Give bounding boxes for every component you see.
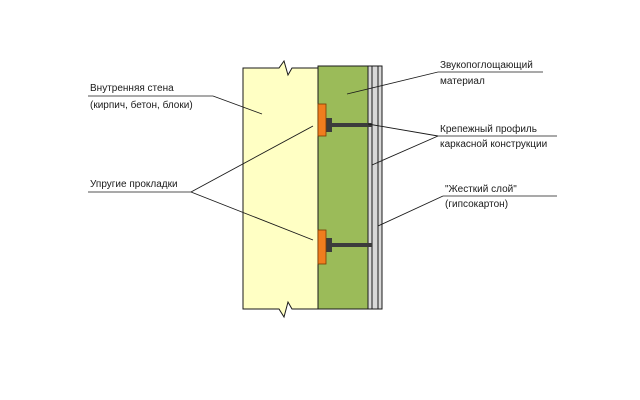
- label-hard-layer-line1: "Жесткий слой": [445, 184, 517, 195]
- elastic-pads-group: [317, 103, 327, 265]
- leader-profile-rod: [367, 123, 439, 137]
- mounting-profile-group: [326, 118, 372, 252]
- mounting-profile-upper: [326, 123, 372, 127]
- label-elastic-pads: Упругие прокладки: [90, 179, 178, 190]
- mounting-profile-lower: [326, 243, 372, 247]
- leader-hard-layer: [377, 195, 444, 227]
- drywall-layer: [367, 65, 383, 310]
- leader-pads-upper: [190, 125, 314, 193]
- leader-sound-absorbing: [346, 71, 439, 95]
- sound-absorbing-layer: [317, 65, 369, 310]
- label-underlines: [88, 71, 557, 197]
- label-sound-absorbing-line2: материал: [440, 76, 485, 87]
- label-mounting-profile-line1: Крепежный профиль: [440, 123, 537, 135]
- profile-bracket-lower: [326, 238, 332, 252]
- profile-bracket-upper: [326, 118, 332, 132]
- leader-profile-drywall: [371, 135, 439, 166]
- label-hard-layer-line2: (гипсокартон): [445, 199, 508, 210]
- leader-inner-wall: [212, 95, 263, 115]
- label-mounting-profile-line2: каркасной конструкции: [440, 139, 547, 150]
- leader-pads-lower: [190, 191, 314, 241]
- inner-wall-section: [242, 59, 319, 319]
- elastic-pad-lower: [317, 229, 327, 265]
- label-inner-wall-line2: (кирпич, бетон, блоки): [90, 99, 193, 111]
- elastic-pad-upper: [317, 103, 327, 137]
- label-inner-wall-line1: Внутренняя стена: [90, 83, 174, 94]
- leader-lines: [190, 71, 444, 241]
- label-sound-absorbing-line1: Звукопоглощающий: [440, 60, 533, 71]
